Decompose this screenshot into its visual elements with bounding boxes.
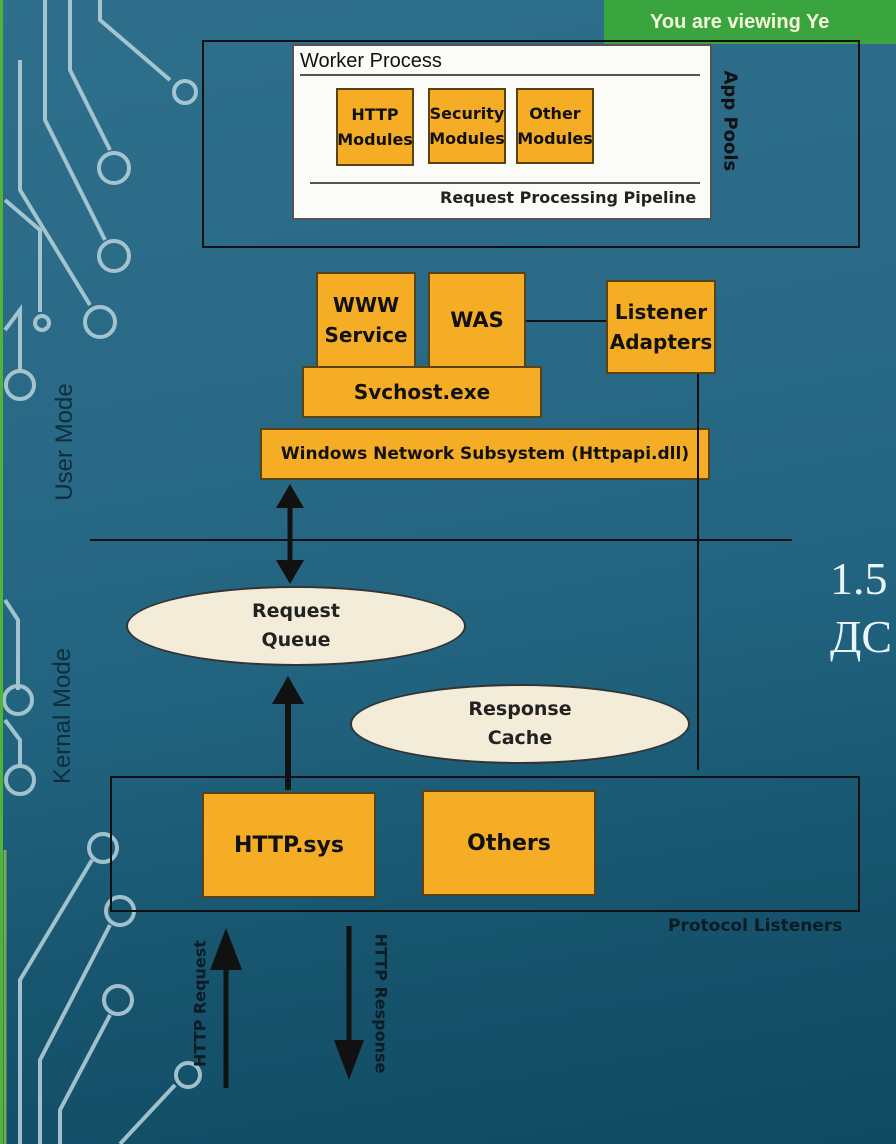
was-listener-connector	[526, 320, 606, 322]
network-subsystem-box: Windows Network Subsystem (Httpapi.dll)	[260, 428, 710, 480]
pipeline-rule	[310, 182, 700, 184]
slide-title-line1: 1.5	[830, 553, 888, 604]
other-modules-box: Other Modules	[516, 88, 594, 164]
circuit-decoration	[2, 0, 202, 1144]
mode-separator	[90, 539, 792, 541]
http-response-arrow	[334, 926, 364, 1080]
others-box: Others	[422, 790, 596, 896]
protocol-listeners-frame	[110, 776, 860, 912]
was-box: WAS	[428, 272, 526, 368]
listener-adapters-box: Listener Adapters	[606, 280, 716, 374]
svchost-box: Svchost.exe	[302, 366, 542, 418]
protocol-listeners-label: Protocol Listeners	[668, 916, 843, 936]
worker-title-rule	[300, 74, 700, 76]
viewing-banner: You are viewing Ye	[604, 0, 896, 44]
slide-edge	[0, 0, 3, 1144]
http-request-label: HTTP Request	[190, 940, 210, 1067]
request-queue-ellipse: Request Queue	[126, 586, 466, 666]
user-mode-label: User Mode	[51, 383, 78, 501]
security-modules-box: Security Modules	[428, 88, 506, 164]
listener-adapters-line	[697, 374, 699, 770]
kernel-mode-label: Kernal Mode	[49, 647, 76, 785]
www-service-box: WWW Service	[316, 272, 416, 368]
worker-process-title: Worker Process	[300, 50, 442, 72]
app-pools-label: App Pools	[719, 70, 741, 172]
app-pools-frame	[202, 40, 860, 248]
pipeline-label: Request Processing Pipeline	[440, 188, 697, 207]
bidirectional-arrow	[276, 484, 304, 584]
http-response-label: HTTP Response	[371, 933, 391, 1074]
up-arrow-to-queue	[272, 676, 304, 790]
slide-title-line2: ДС	[830, 611, 893, 662]
http-modules-box: HTTP Modules	[336, 88, 414, 166]
http-sys-box: HTTP.sys	[202, 792, 376, 898]
response-cache-ellipse: Response Cache	[350, 684, 690, 764]
